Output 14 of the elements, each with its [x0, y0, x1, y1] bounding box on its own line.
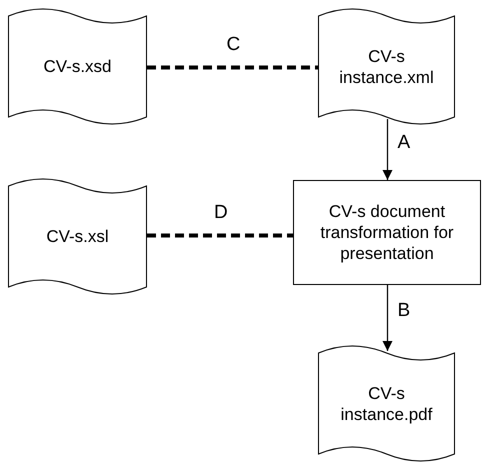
- dashed-line: [147, 234, 293, 238]
- document-shape: [8, 8, 147, 125]
- dashed-line: [147, 66, 318, 70]
- node-text: CV-s document transformation for presentation: [319, 201, 455, 264]
- document-shape: [318, 8, 455, 125]
- node-text: CV-s instance.xml: [338, 46, 435, 88]
- node-text: CV-s.xsd: [43, 56, 112, 77]
- arrow: [382, 119, 392, 180]
- process-box: [293, 180, 481, 285]
- arrow: [382, 285, 392, 351]
- document-shape: [8, 178, 147, 295]
- document-shape: [318, 345, 455, 462]
- node-text: CV-s.xsl: [46, 226, 109, 247]
- node-text: CV-s instance.pdf: [340, 382, 434, 424]
